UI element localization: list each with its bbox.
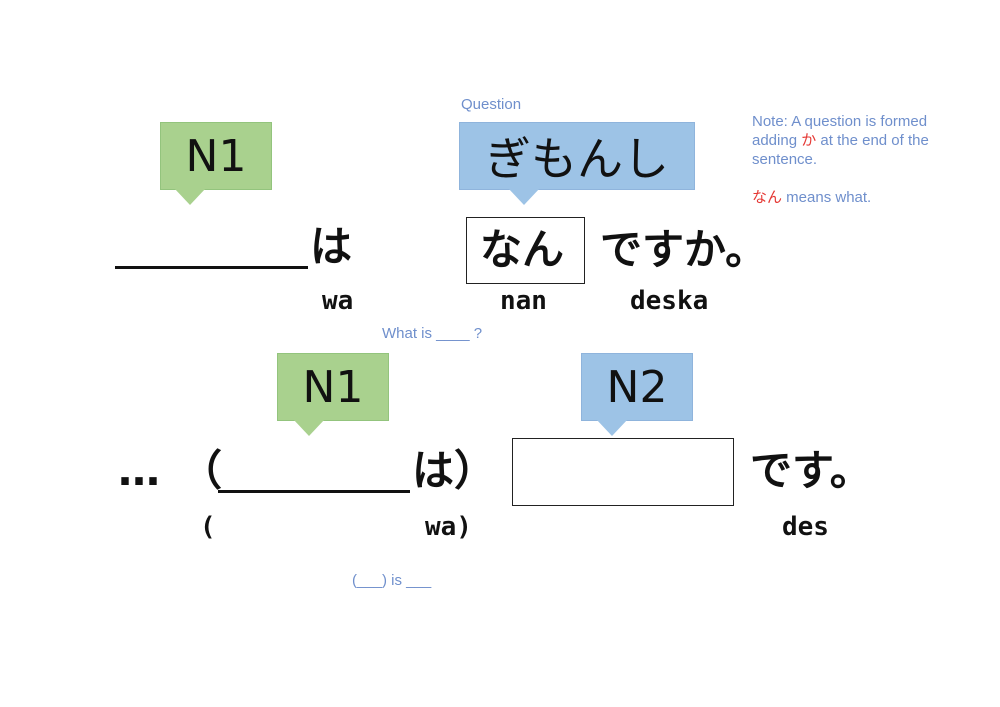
note-text-part: means what.: [782, 189, 872, 206]
note-line: なん means what.: [752, 188, 929, 207]
romaji-open-paren: (: [200, 512, 216, 542]
gimonshi-callout: ぎもんし: [459, 122, 695, 190]
note-line: sentence.: [752, 151, 818, 168]
question-translation: What is ____ ?: [382, 325, 483, 342]
gimonshi-label: ぎもんし: [485, 132, 669, 186]
romaji-deska: deska: [630, 286, 709, 316]
note-text-part: at the end of the: [816, 132, 929, 149]
n1-callout-bottom: N1: [277, 353, 389, 421]
romaji-wa: wa: [322, 286, 354, 316]
particle-wa: は: [310, 222, 353, 271]
word-nan: なん: [480, 225, 565, 274]
particle-wa-close: は）: [412, 446, 497, 495]
n2-callout: N2: [581, 353, 693, 421]
note-text: Note: A question is formed adding か at t…: [752, 112, 929, 207]
n1-callout-pointer: [293, 419, 325, 436]
note-line: adding か at the end of the: [752, 131, 929, 150]
note-highlight-ka: か: [801, 132, 817, 149]
romaji-wa-close: wa): [425, 512, 472, 542]
n1-label: N1: [302, 361, 364, 413]
n2-answer-box: [512, 438, 734, 506]
n2-callout-pointer: [596, 419, 628, 436]
nan-box: [466, 217, 585, 284]
note-highlight-nan: なん: [752, 189, 783, 206]
n1-label: N1: [185, 130, 247, 182]
note-line: Note: A question is formed: [752, 113, 928, 130]
word-desuka: ですか。: [600, 225, 768, 274]
gimonshi-callout-pointer: [508, 188, 540, 205]
romaji-des: des: [782, 512, 829, 542]
question-label: Question: [461, 96, 522, 113]
romaji-nan: nan: [500, 286, 547, 316]
n2-label: N2: [606, 361, 668, 413]
ellipsis: …: [118, 446, 160, 495]
blank-n1-top: [115, 266, 308, 269]
note-text-part: adding: [752, 132, 802, 149]
n1-callout-pointer: [174, 188, 206, 205]
word-desu: です。: [750, 446, 872, 495]
n1-callout-top: N1: [160, 122, 272, 190]
open-paren: （: [180, 446, 223, 495]
answer-translation: (___) is ___: [352, 572, 432, 589]
blank-n1-bottom: [218, 490, 410, 493]
